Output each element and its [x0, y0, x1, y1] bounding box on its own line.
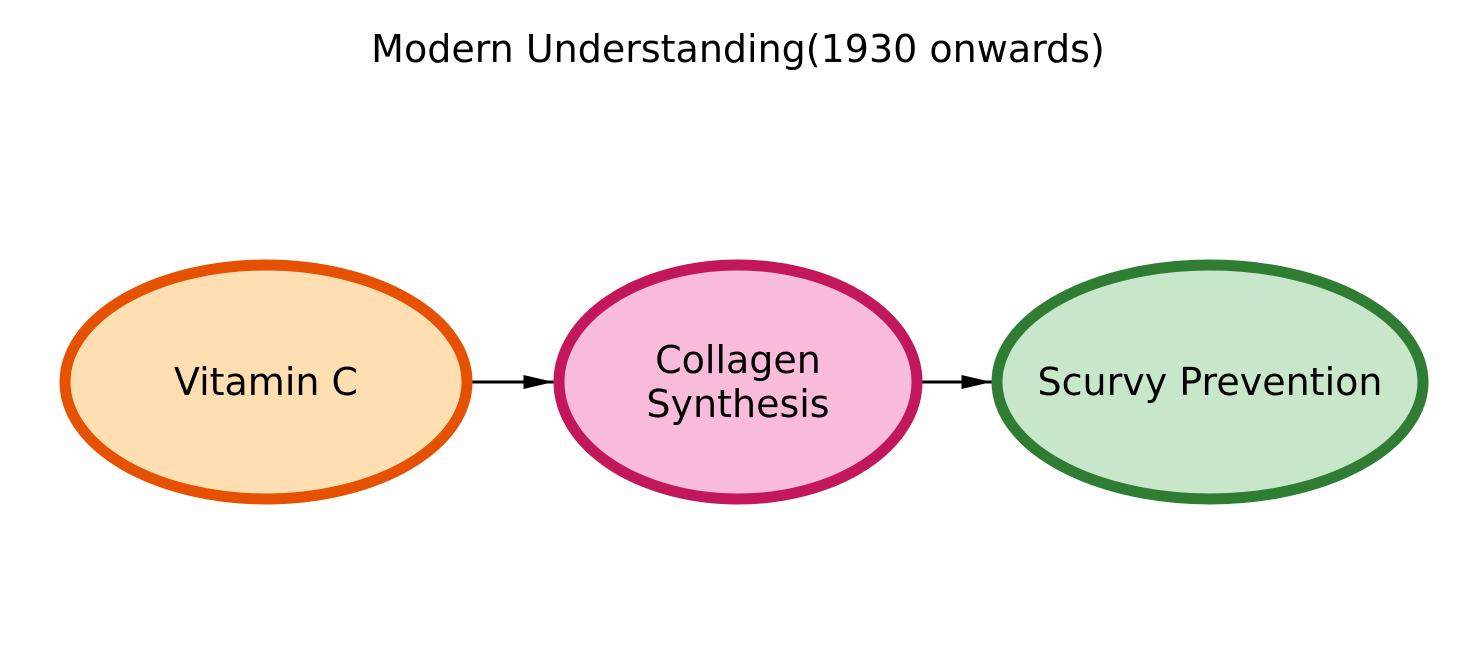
node-shape-vitamin-c [59, 259, 473, 505]
node-label-vitamin-c: Vitamin C [174, 360, 358, 404]
node-scurvy-prevention: Scurvy Prevention [991, 259, 1429, 505]
node-label-collagen-synthesis-line-1: Collagen [655, 338, 821, 382]
node-shape-scurvy-prevention [991, 259, 1429, 505]
node-label-scurvy-prevention: Scurvy Prevention [1038, 360, 1383, 404]
diagram-title: Modern Understanding(1930 onwards) [371, 27, 1105, 71]
node-label-collagen-synthesis-line-2: Synthesis [646, 382, 829, 426]
node-vitamin-c: Vitamin C [59, 259, 473, 505]
node-shape-collagen-synthesis [553, 259, 923, 505]
